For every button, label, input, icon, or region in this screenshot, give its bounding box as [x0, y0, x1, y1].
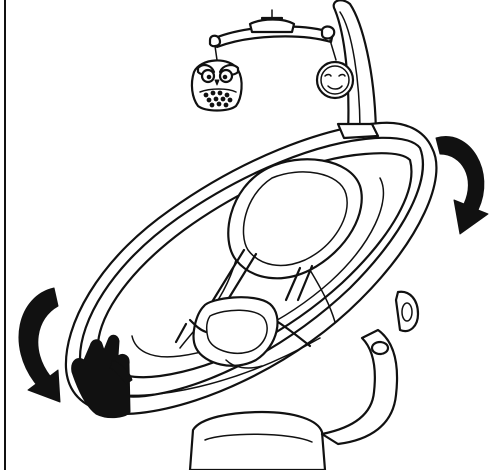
- rotate-arrow-left: [19, 288, 60, 402]
- rotate-arrow-right: [436, 137, 488, 234]
- owl-toy: [192, 60, 242, 110]
- moon-toy: [317, 62, 353, 98]
